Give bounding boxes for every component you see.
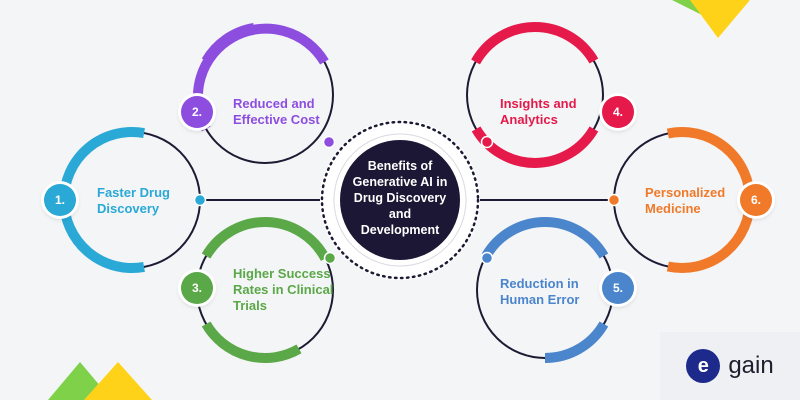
benefit-label-6: Personalized Medicine	[645, 185, 726, 216]
badge-4: 4.	[602, 96, 634, 128]
logo-wordmark: gain	[728, 352, 774, 379]
benefit-label-2: Reduced and Effective Cost	[233, 96, 320, 127]
center-title: Benefits of Generative AI in Drug Discov…	[352, 159, 448, 237]
benefit-label-1: Faster Drug Discovery	[97, 185, 170, 216]
center-hub	[320, 120, 480, 280]
badge-1: 1.	[44, 184, 76, 216]
ring-2	[192, 22, 334, 164]
benefit-label-3: Higher Success Rates in Clinical Trials	[233, 266, 334, 313]
badge-6: 6.	[740, 184, 772, 216]
ring-5	[476, 217, 614, 363]
badge-5: 5.	[602, 272, 634, 304]
top-right-decoration	[672, 0, 750, 38]
benefit-label-5: Reduction in Human Error	[500, 276, 580, 307]
badge-3: 3.	[181, 272, 213, 304]
ring-3	[196, 217, 334, 363]
badge-2: 2.	[181, 96, 213, 128]
bottom-left-decoration	[48, 362, 152, 400]
connector-dots	[193, 135, 621, 265]
benefit-label-4: Insights and Analytics	[500, 96, 577, 127]
logo-mark: e	[686, 349, 721, 383]
egain-logo: e gain	[660, 332, 800, 400]
